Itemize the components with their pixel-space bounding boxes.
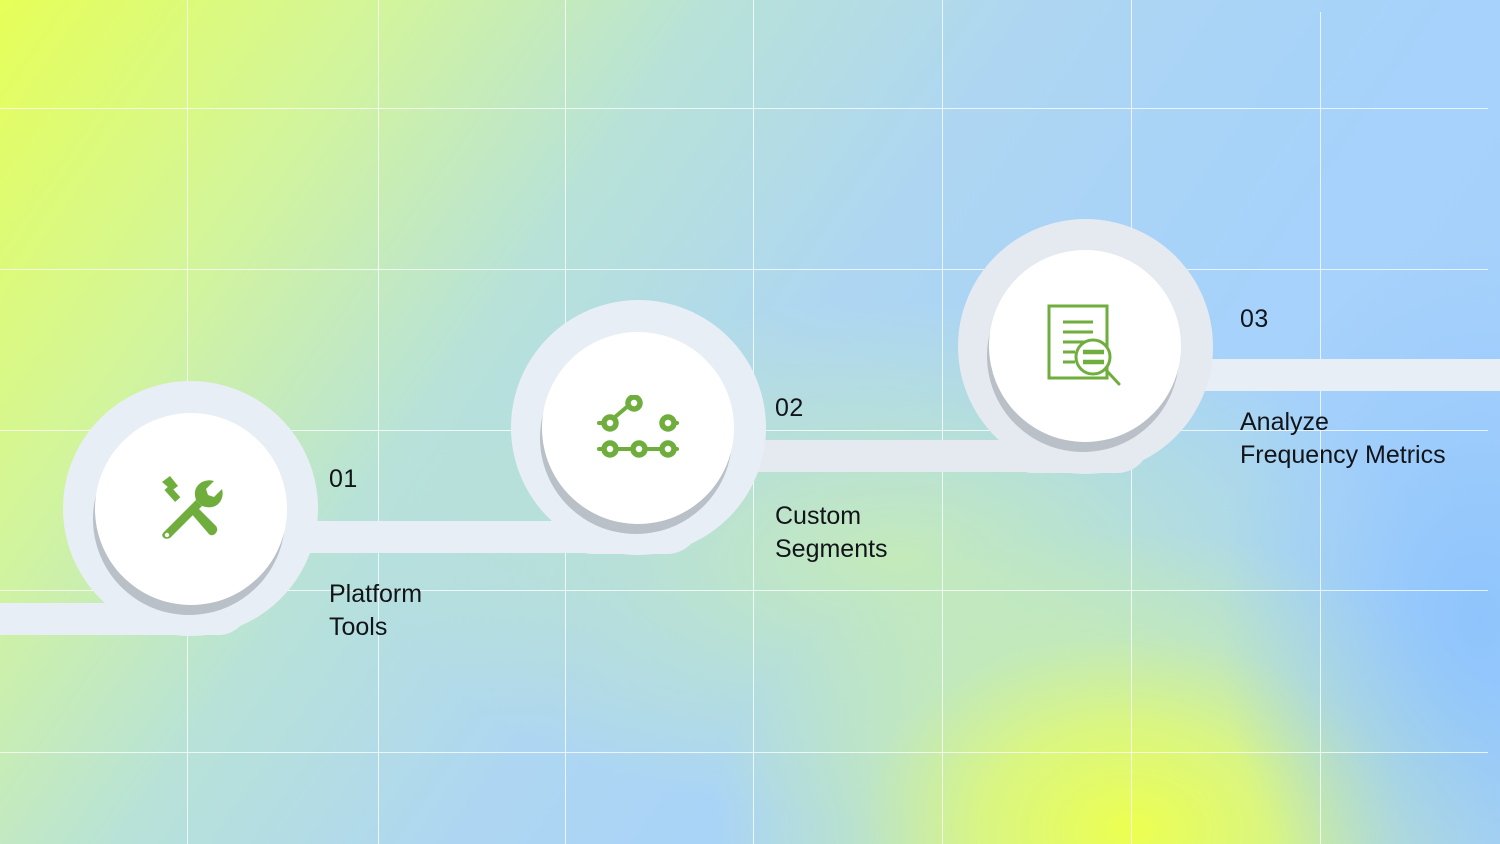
step-2-node[interactable] (542, 332, 734, 524)
step-3-label: Analyze Frequency Metrics (1240, 406, 1446, 472)
tools-icon (162, 476, 223, 539)
grid-line (942, 0, 943, 844)
step-1-label-line2: Tools (329, 613, 388, 641)
grid-line (378, 0, 379, 844)
step-1-label-line1: Platform (329, 580, 423, 608)
step-2-label-line2: Segments (775, 535, 888, 563)
document-search-icon (1047, 304, 1121, 386)
segments-nodes-icon (597, 395, 679, 458)
step-3-label-line1: Analyze (1240, 408, 1329, 436)
step-2-number: 02 (775, 394, 804, 422)
step-1-label: Platform Tools (329, 578, 422, 644)
grid-line (0, 108, 1488, 109)
step-2-label-line1: Custom (775, 502, 862, 530)
step-3-number: 03 (1240, 305, 1269, 333)
grid-line (0, 269, 1488, 270)
grid-line (0, 752, 1488, 753)
step-1-number: 01 (329, 465, 358, 493)
grid-line (0, 590, 1488, 591)
step-1-node[interactable] (95, 413, 287, 605)
step-3-node[interactable] (989, 250, 1181, 442)
step-2-label: Custom Segments (775, 500, 888, 566)
grid-line (1320, 12, 1321, 844)
step-3-label-line2: Frequency Metrics (1240, 441, 1446, 469)
